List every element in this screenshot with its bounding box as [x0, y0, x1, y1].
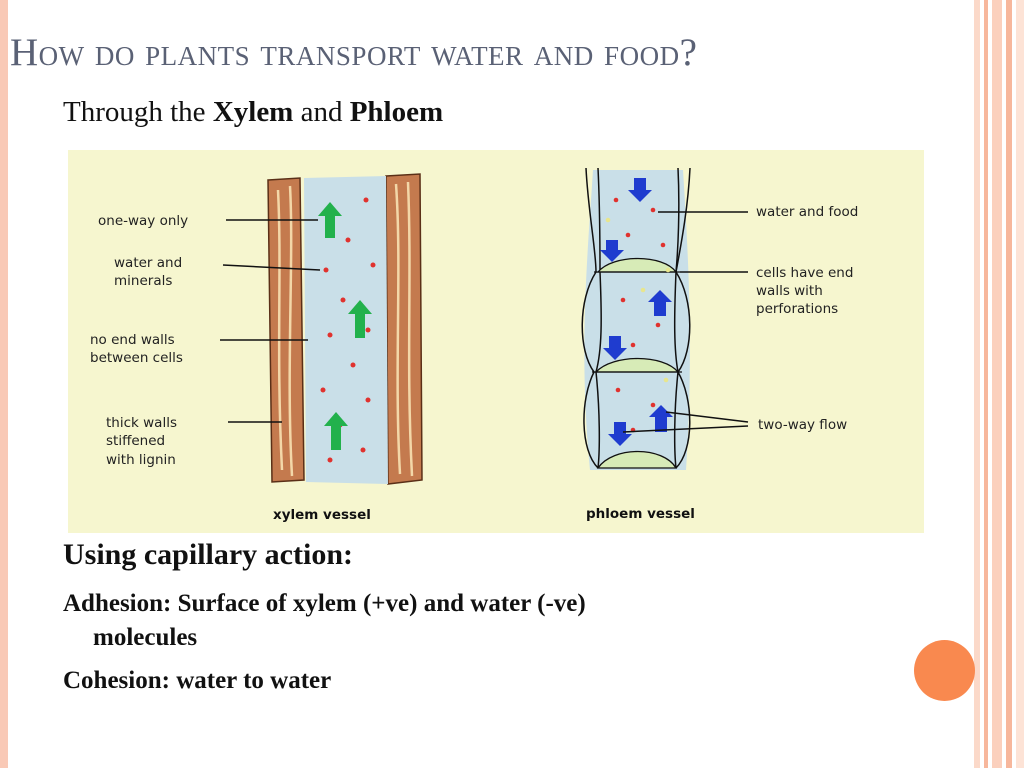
xylem-caption: xylem vessel [273, 507, 371, 523]
label-water-minerals-1: water and [114, 255, 182, 271]
subtitle-prefix: Through the [63, 96, 206, 128]
phloem-caption: phloem vessel [586, 506, 695, 522]
label-one-way: one-way only [98, 213, 188, 229]
page-title: How do plants transport water and food? [10, 31, 698, 74]
label-thick-walls-2: stiffened [106, 433, 165, 449]
capillary-heading: Using capillary action: [63, 538, 353, 571]
label-water-minerals-2: minerals [114, 273, 172, 289]
label-two-way: two-way flow [758, 417, 847, 433]
adhesion-line-2: molecules [93, 624, 198, 651]
label-thick-walls-3: with lignin [106, 452, 176, 468]
cohesion-line: Cohesion: water to water [63, 667, 332, 694]
right-decor-stripes [974, 0, 1024, 768]
phloem-arrow-icons [600, 178, 673, 446]
subtitle: Through the Xylem and Phloem [63, 96, 443, 129]
label-no-end-walls-2: between cells [90, 350, 183, 366]
subtitle-phloem: Phloem [349, 96, 444, 128]
adhesion-line-1: Adhesion: Surface of xylem (+ve) and wat… [63, 590, 586, 617]
label-end-walls-3: perforations [756, 301, 838, 317]
decor-circle [914, 640, 975, 701]
label-water-food: water and food [756, 204, 858, 220]
xylem-pointer-lines [220, 219, 321, 423]
diagram-svg: one-way only water and minerals no end w… [90, 167, 858, 523]
xylem-up-arrow-icon [318, 202, 372, 450]
label-end-walls-2: walls with [756, 283, 823, 299]
label-end-walls-1: cells have end [756, 265, 853, 281]
subtitle-xylem: Xylem [212, 96, 294, 128]
label-no-end-walls-1: no end walls [90, 332, 175, 348]
subtitle-joiner: and [300, 96, 343, 128]
label-thick-walls-1: thick walls [106, 415, 177, 431]
xylem-vessel [267, 173, 423, 485]
left-decor-stripe [0, 0, 8, 768]
phloem-vessel [581, 167, 691, 470]
xylem-phloem-diagram: one-way only water and minerals no end w… [68, 150, 924, 533]
phloem-pointer-lines [622, 211, 749, 433]
